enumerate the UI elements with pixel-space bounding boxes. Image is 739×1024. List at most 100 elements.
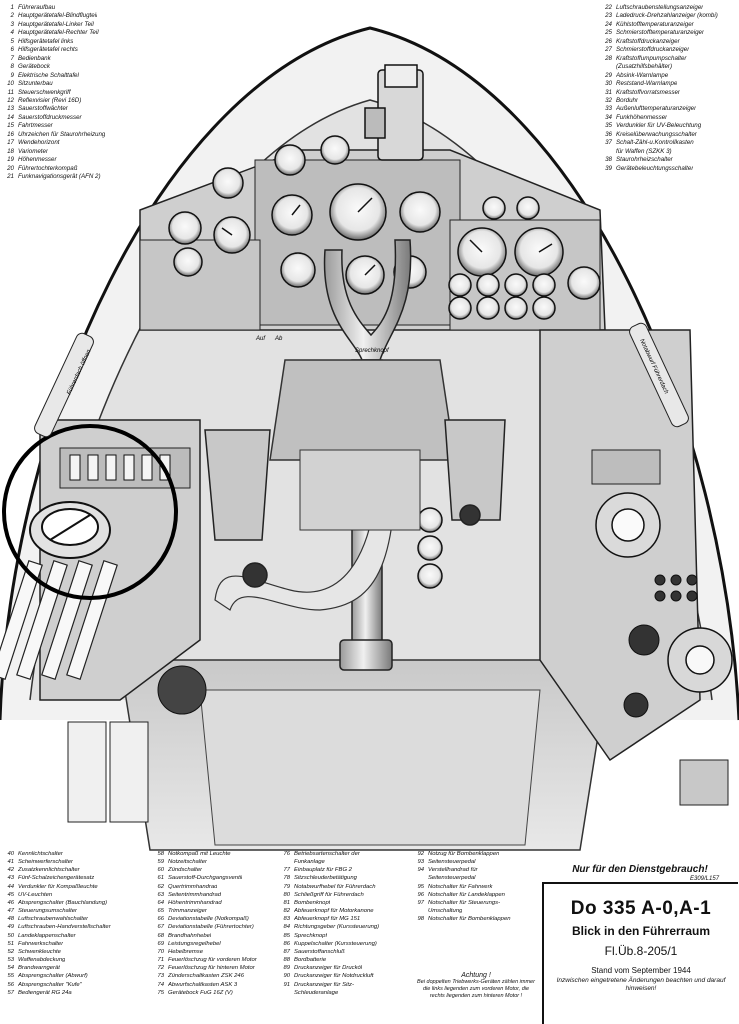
legend-item-number: 40 <box>7 851 14 857</box>
legend-item-number: 34 <box>605 113 612 121</box>
legend-item-number: 60 <box>157 867 164 874</box>
legend-item: 90 Druckanzeiger für Notdruckluft <box>278 972 418 980</box>
reflector-sight <box>364 64 424 161</box>
legend-item-number: 57 <box>7 989 14 996</box>
emergency-compass <box>29 501 111 559</box>
legend-item-number: 72 <box>157 965 164 972</box>
legend-item-number <box>278 989 290 997</box>
oxygen-hose <box>214 429 397 611</box>
legend-item-number <box>600 148 612 156</box>
legend-item: 51 Fahrwerkschalter <box>2 940 154 948</box>
legend-item-number: 90 <box>283 973 290 980</box>
legend-item-number: 2 <box>10 12 14 20</box>
legend-item: Schleuderanlage <box>278 989 418 997</box>
toggle-ab-label: Ab <box>274 336 283 342</box>
legend-item-label: Sauerstoffwächter <box>18 105 68 113</box>
legend-item-label: Steuerungsumschalter <box>18 908 77 915</box>
legend-item-number: 75 <box>157 989 164 996</box>
legend-item-label: Zündschalter <box>168 867 203 874</box>
legend-item-number: 5 <box>10 37 14 45</box>
legend-item-number <box>600 63 612 71</box>
legend-item-label: Luftschraubenstellungsanzeiger <box>616 4 704 11</box>
legend-item-label: Absprengschalter "Kufe" <box>18 981 82 988</box>
gauge <box>399 191 441 233</box>
legend-item-number: 28 <box>605 54 612 62</box>
legend-item-label: für Waffen (SZKK 3) <box>616 147 672 155</box>
legend-item-number: 25 <box>605 29 612 37</box>
canopy-open-handle <box>34 332 94 438</box>
legend-item-label: Kühlstofftemperaturanzeiger <box>616 20 694 28</box>
gauge <box>482 196 506 220</box>
legend-item-number: 51 <box>7 940 14 947</box>
legend-item-number: 13 <box>7 105 14 113</box>
legend-item-label: Kraftstoffvorratsmesser <box>616 88 680 96</box>
legend-item-label: Hauptgerätetafel-Rechter Teil <box>18 29 99 37</box>
legend-item-number: 30 <box>605 80 612 88</box>
legend-item: für Waffen (SZKK 3) <box>600 148 738 156</box>
legend-item-number: 66 <box>157 916 164 923</box>
legend-item-label: Fahrwerkschalter <box>18 940 64 947</box>
legend-item-label: Richtungsgeber (Kurssteuerung) <box>294 924 380 931</box>
legend-item-number: 74 <box>157 981 164 988</box>
gauge <box>476 273 500 297</box>
legend-item-label: Höhenmesser <box>18 156 57 164</box>
legend-item-number: 22 <box>605 4 612 11</box>
gauge <box>516 196 540 220</box>
legend-item-number: 77 <box>283 867 290 874</box>
highlight-circle <box>2 424 178 600</box>
legend-item-number: 20 <box>7 164 14 172</box>
legend-item-number: 83 <box>283 916 290 923</box>
direction-transmitter <box>667 627 733 693</box>
document-code: E309/L157 <box>690 876 720 882</box>
legend-item-label: Kreiselüberwachungsschalter <box>616 130 697 138</box>
legend-item-label: Schalt-Zähl-u.Kontrollkasten <box>616 139 694 147</box>
right-switch-box <box>591 449 661 485</box>
legend-item-number: 70 <box>157 948 164 955</box>
legend-item-label: Führeraufbau <box>18 4 56 11</box>
legend-item-label: (Zusatzhilfsbehälter) <box>616 63 673 71</box>
legend-item-label: Druckanzeiger für Notdruckluft <box>294 973 374 980</box>
legend-item: Seitensteuerpedal <box>412 874 540 882</box>
legend-item-label: Leistungsregelhebel <box>168 940 221 947</box>
pipe-label: Sprechknopf <box>355 348 390 354</box>
legend-item-number: 27 <box>605 46 612 54</box>
legend-item-number: 71 <box>157 957 164 964</box>
legend-item-label: Außenlufttemperaturanzeiger <box>616 105 697 113</box>
right-lower-box <box>679 759 729 806</box>
legend-item-number: 48 <box>7 916 14 923</box>
gauge <box>567 266 601 300</box>
